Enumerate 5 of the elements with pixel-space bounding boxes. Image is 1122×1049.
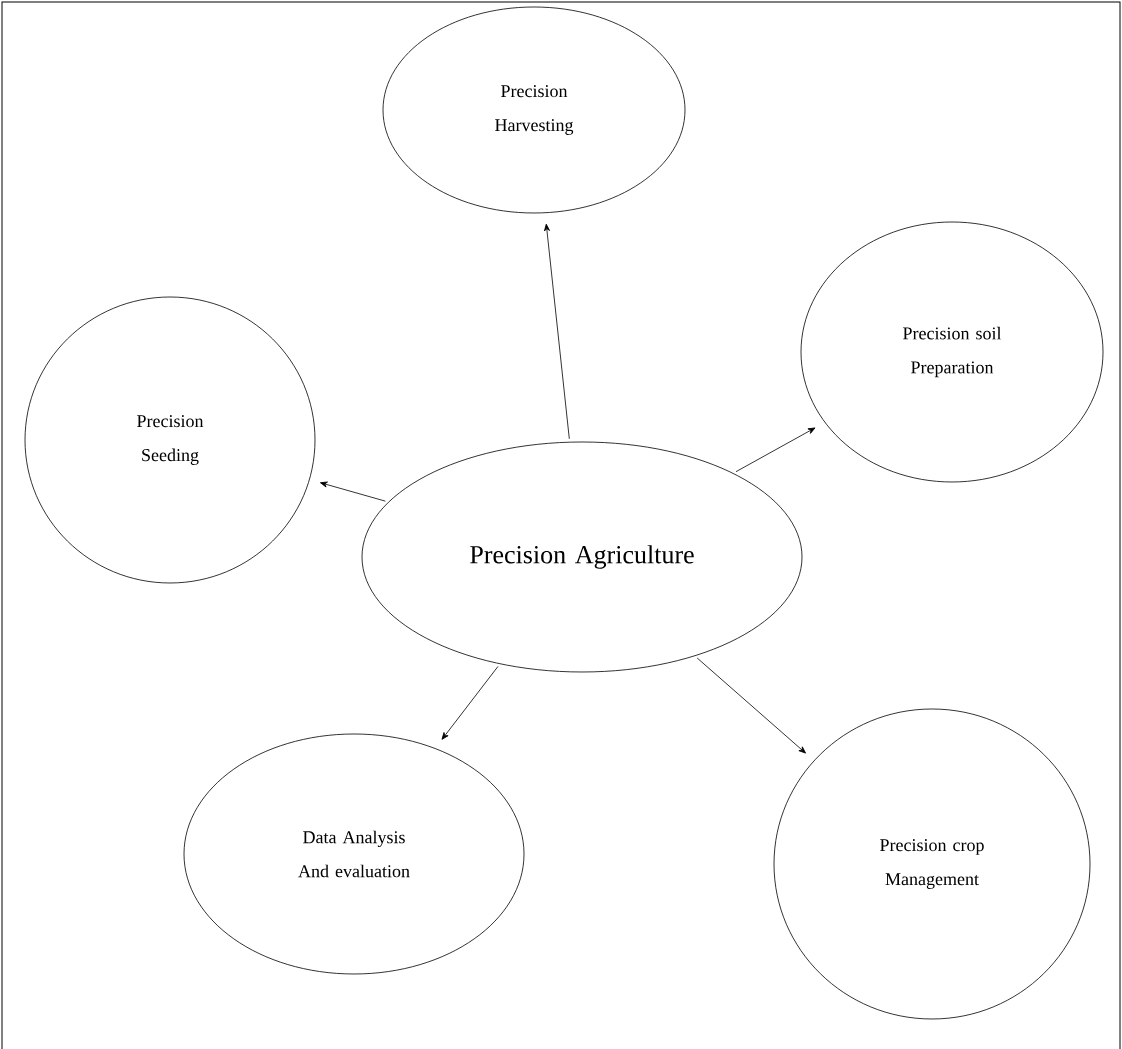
arrow: [320, 481, 386, 502]
arrow: [544, 223, 570, 440]
arrow: [735, 427, 816, 473]
arrow: [441, 666, 499, 740]
arrow: [696, 657, 806, 754]
